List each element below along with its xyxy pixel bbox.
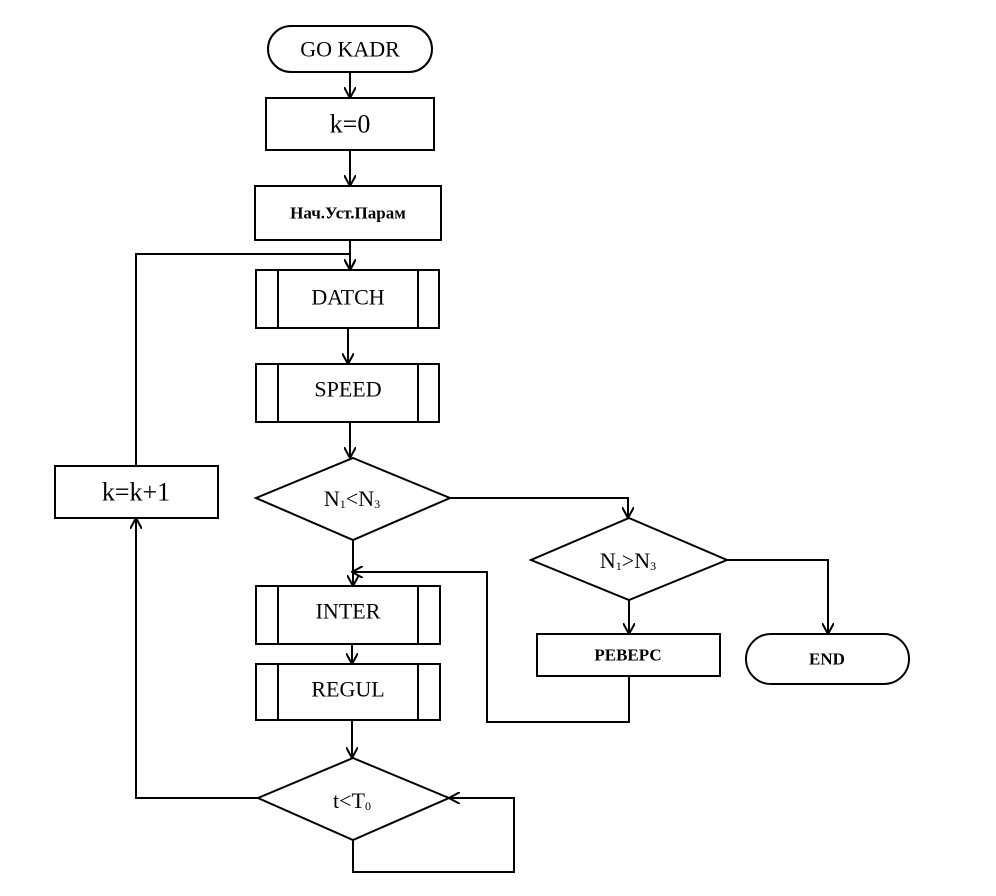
speed-label: SPEED	[314, 377, 381, 402]
cond1-label: N1<N3	[324, 486, 380, 512]
datch-box	[255, 269, 440, 329]
arrow-cond3-wait-loop	[352, 798, 515, 873]
revers-label: РЕВЕРС	[594, 646, 661, 665]
inter-label: INTER	[316, 599, 381, 624]
init-counter-box	[265, 97, 435, 151]
regul-box	[255, 663, 441, 721]
arrow-increment-to-datch	[135, 253, 350, 466]
datch-label: DATCH	[311, 285, 384, 310]
cond2-label: N1>N3	[600, 548, 656, 574]
start-label: GO KADR	[300, 37, 400, 62]
end-terminator	[745, 633, 910, 685]
inter-box	[255, 585, 441, 645]
init-params-box	[254, 185, 442, 241]
arrow-revers-to-inter	[352, 572, 630, 723]
init-params-label: Нач.Уст.Парам	[290, 204, 406, 223]
speed-box	[255, 363, 440, 423]
arrow-cond3-to-increment	[136, 518, 258, 799]
increment-box	[54, 465, 219, 519]
revers-box	[536, 633, 721, 677]
arrow-cond1-to-cond2	[450, 497, 628, 518]
regul-label: REGUL	[311, 677, 384, 702]
increment-label: k=k+1	[102, 478, 170, 507]
arrow-cond2-to-end	[727, 559, 828, 634]
cond3-label: t<T0	[333, 788, 371, 814]
init-counter-label: k=0	[330, 110, 371, 139]
end-label: END	[809, 650, 845, 669]
